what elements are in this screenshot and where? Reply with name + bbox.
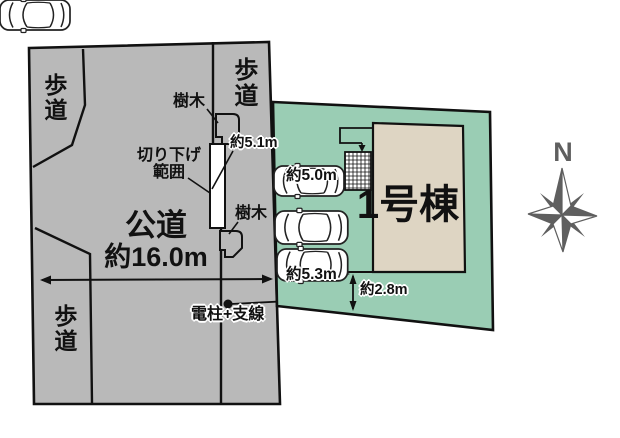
dim-5-1-leader — [211, 150, 234, 190]
label-sidewalk-bottom-left: 歩道 — [50, 304, 77, 354]
side-clearance-arrow — [349, 274, 357, 311]
porch-hatch — [344, 151, 372, 191]
label-parking-width-rear: 約5.3m — [286, 266, 337, 283]
tree-top-shape — [215, 113, 240, 145]
label-building-name: 1号棟 — [356, 183, 460, 227]
curb-cut-leader — [187, 177, 211, 194]
label-sidewalk-top-left: 歩道 — [40, 73, 67, 123]
tree-bottom-shape — [219, 230, 243, 258]
curb-cut-rect — [209, 143, 226, 229]
utility-pole-dot — [223, 299, 233, 309]
building-footprint — [371, 121, 467, 274]
entrance-outline — [339, 127, 372, 152]
label-road-width: 約16.0m — [104, 242, 208, 272]
tree-top-leader — [206, 108, 219, 124]
label-utility-pole: 電柱+支線 — [191, 306, 265, 323]
label-sidewalk-top-right: 歩道 — [229, 57, 257, 109]
label-side-clearance: 約2.8m — [360, 282, 408, 298]
label-tree-bottom: 樹木 — [235, 205, 268, 222]
label-road-name: 公道 — [125, 208, 187, 243]
road-area — [27, 40, 299, 406]
label-compass-north: N — [553, 137, 573, 167]
plot-area — [0, 0, 495, 332]
sidewalk-bottom-left-boundary — [34, 226, 94, 404]
label-curb-cut: 切り下げ 範囲 — [136, 147, 201, 182]
road-width-arrow — [40, 274, 273, 285]
compass-rose — [527, 167, 598, 253]
car-2 — [274, 207, 349, 248]
sidewalk-top-left-boundary — [32, 48, 87, 169]
car-template — [0, 0, 71, 34]
label-parking-width-front: 約5.0m — [286, 167, 337, 184]
label-curb-cut-width: 約5.1m — [230, 135, 278, 151]
label-tree-top: 樹木 — [173, 93, 206, 110]
tree-bottom-leader — [228, 221, 239, 235]
